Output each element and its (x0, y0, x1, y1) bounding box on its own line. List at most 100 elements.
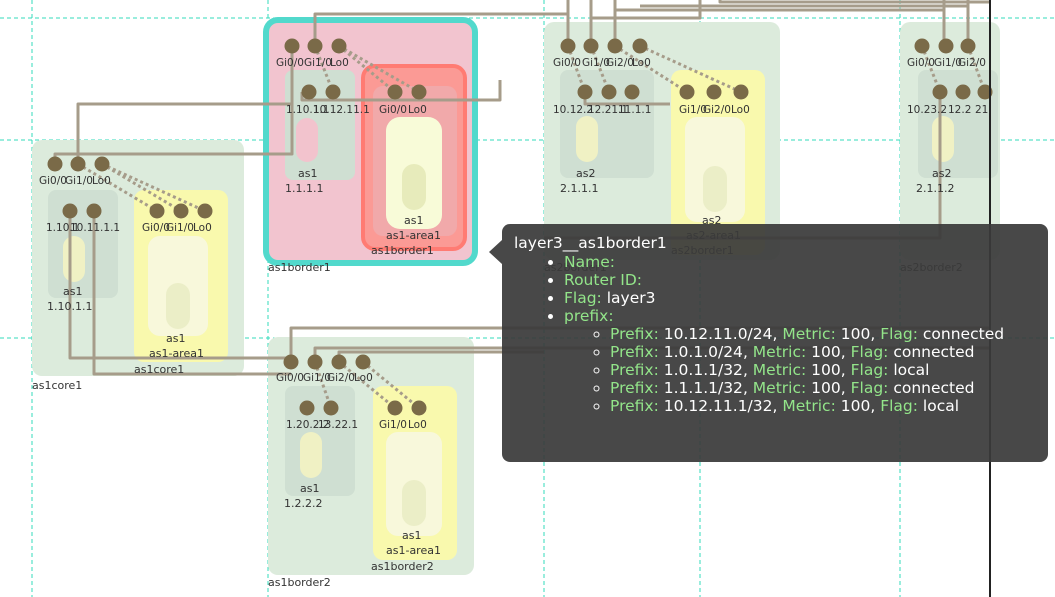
metric-value: 100 (811, 343, 841, 361)
port-area-gi0-0[interactable] (387, 84, 403, 100)
port-gi0-0[interactable] (914, 38, 930, 54)
internal-link (566, 45, 587, 93)
port-label: Lo0 (193, 222, 212, 234)
port-gi1-0[interactable] (70, 156, 86, 172)
area-node-name: as1border1 (371, 244, 434, 257)
port-label: 11.1.1 (618, 104, 651, 116)
port-gi2-0[interactable] (331, 354, 347, 370)
port-area-gi1-0[interactable] (387, 400, 403, 416)
port-label: Gi0/0 (142, 222, 170, 234)
port-gi1-0[interactable] (307, 38, 323, 54)
port-gi1-0[interactable] (307, 354, 323, 370)
port-l3[interactable] (301, 84, 317, 100)
metric-key: Metric: (782, 397, 836, 415)
link (718, 0, 990, 4)
prefix-key: Prefix: (610, 397, 659, 415)
port-lo0[interactable] (331, 38, 347, 54)
as-label: as1 (63, 285, 82, 298)
port-l3[interactable] (624, 84, 640, 100)
port-label: Gi0/0 (379, 104, 407, 116)
port-label: Gi0/0 (39, 175, 67, 187)
area-as-label: as2 (702, 214, 721, 227)
port-gi0-0[interactable] (283, 354, 299, 370)
port-l3[interactable] (932, 84, 948, 100)
port-label: Gi0/0 (553, 57, 581, 69)
port-label: 10.23.2 (907, 104, 947, 116)
port-l3[interactable] (325, 84, 341, 100)
prefix-value: 1.0.1.0/24 (663, 343, 743, 361)
tooltip-fields: Name: Router ID: Flag: layer3 prefix: Pr… (514, 253, 1036, 415)
prefix-item: Prefix: 10.12.11.1/32, Metric: 100, Flag… (610, 397, 1036, 415)
port-area-lo0[interactable] (197, 203, 213, 219)
metric-key: Metric: (752, 379, 807, 397)
port-area-lo0[interactable] (733, 84, 749, 100)
port-l3[interactable] (86, 203, 102, 219)
metric-value: 100 (840, 397, 871, 415)
port-lo0[interactable] (632, 38, 648, 54)
prefix-value: 1.0.1.1/32 (663, 361, 743, 379)
tooltip-field-flag: Flag: layer3 (564, 289, 1036, 307)
port-label: Gi2/0 (703, 104, 731, 116)
prefix-item: Prefix: 10.12.11.0/24, Metric: 100, Flag… (610, 325, 1036, 343)
router-id: 1.10.1.1 (47, 300, 92, 313)
port-label: Lo0 (408, 419, 427, 431)
internal-link (966, 45, 987, 93)
prefix-item: Prefix: 1.0.1.1/32, Metric: 100, Flag: l… (610, 361, 1036, 379)
prefix-value: 10.12.11.0/24 (663, 325, 773, 343)
port-l3[interactable] (62, 203, 78, 219)
as-panel (285, 70, 355, 180)
port-l3[interactable] (577, 84, 593, 100)
port-gi0-0[interactable] (284, 38, 300, 54)
flag-key: Flag: (850, 379, 889, 397)
port-gi0-0[interactable] (47, 156, 63, 172)
internal-link (313, 361, 333, 409)
port-label: 10.11.1.1 (70, 222, 120, 234)
prefix-item: Prefix: 1.1.1.1/32, Metric: 100, Flag: c… (610, 379, 1036, 397)
node-name[interactable]: as1border1 (268, 261, 331, 274)
links (53, 0, 990, 376)
port-label: Gi1/0 (582, 57, 610, 69)
port-area-gi1-0[interactable] (173, 203, 189, 219)
metric-key: Metric: (752, 343, 807, 361)
node-name[interactable]: as1border2 (268, 576, 331, 589)
field-key: Name: (564, 253, 615, 271)
flag-key: Flag: (880, 397, 918, 415)
field-key: Router ID: (564, 271, 643, 289)
as-label: as1 (298, 167, 317, 180)
area-node-name: as1border2 (371, 560, 434, 573)
port-area-lo0[interactable] (411, 400, 427, 416)
area-as-label: as1 (402, 529, 421, 542)
prefix-list: Prefix: 10.12.11.0/24, Metric: 100, Flag… (564, 325, 1036, 415)
port-label: Gi2/0 (606, 57, 634, 69)
port-area-gi2-0[interactable] (706, 84, 722, 100)
port-gi2-0[interactable] (607, 38, 623, 54)
port-gi1-0[interactable] (583, 38, 599, 54)
prefix-value: 10.12.11.1/32 (663, 397, 773, 415)
port-lo0[interactable] (94, 156, 110, 172)
port-gi1-0[interactable] (938, 38, 954, 54)
flag-value: connected (922, 325, 1005, 343)
metric-key: Metric: (752, 361, 807, 379)
flag-value: connected (893, 379, 975, 397)
port-l3[interactable] (299, 400, 315, 416)
node-name[interactable]: as1core1 (32, 379, 82, 392)
internal-link (338, 44, 396, 94)
port-label: 13.22.1 (318, 419, 358, 431)
port-area-gi1-0[interactable] (679, 84, 695, 100)
area-as-label: as1 (404, 214, 423, 227)
metric-value: 100 (840, 325, 871, 343)
port-area-gi0-0[interactable] (149, 203, 165, 219)
port-gi2-0[interactable] (960, 38, 976, 54)
port-label: Lo0 (354, 372, 373, 384)
port-area-lo0[interactable] (411, 84, 427, 100)
port-l3[interactable] (977, 84, 993, 100)
port-l3[interactable] (323, 400, 339, 416)
port-label: 1.20.2.2 (286, 419, 329, 431)
port-l3[interactable] (955, 84, 971, 100)
port-l3[interactable] (601, 84, 617, 100)
port-gi0-0[interactable] (560, 38, 576, 54)
port-label: 12.2 (948, 104, 971, 116)
port-lo0[interactable] (355, 354, 371, 370)
port-label: Lo0 (632, 57, 651, 69)
